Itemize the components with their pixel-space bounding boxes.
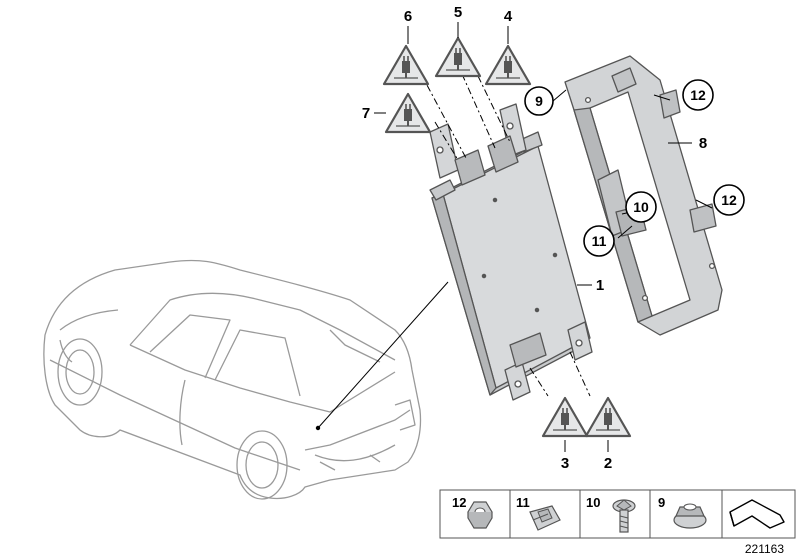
parts-tray: 12 11 10 9 <box>439 489 796 539</box>
svg-text:12: 12 <box>452 495 466 510</box>
circled-callout-10: 10 <box>625 191 657 223</box>
callout-2: 2 <box>604 455 612 472</box>
callout-7: 7 <box>362 105 370 122</box>
callout-leaders <box>374 22 713 452</box>
connector-leaders <box>419 71 591 397</box>
callout-6: 6 <box>404 8 412 25</box>
svg-text:11: 11 <box>592 233 607 249</box>
callout-5: 5 <box>454 4 462 21</box>
car-outline <box>43 259 422 500</box>
svg-text:9: 9 <box>658 495 665 510</box>
callout-8: 8 <box>699 135 707 152</box>
connector-symbol-5 <box>434 36 482 78</box>
connector-symbol-6 <box>382 44 430 86</box>
connector-symbol-4 <box>484 44 532 86</box>
svg-text:11: 11 <box>516 495 530 510</box>
circled-callout-11: 11 <box>583 225 615 257</box>
car-location-leader <box>317 281 449 429</box>
connector-symbol-2 <box>584 396 632 438</box>
tray-cell-flange-nut-9: 9 <box>658 495 707 529</box>
svg-text:10: 10 <box>586 495 600 510</box>
callout-4: 4 <box>504 8 513 25</box>
circled-callout-9: 9 <box>524 86 554 116</box>
tray-cell-body-icon <box>729 499 785 529</box>
tray-cell-nut-12: 12 <box>452 495 493 529</box>
callout-1: 1 <box>596 277 604 294</box>
svg-text:9: 9 <box>535 93 543 109</box>
svg-text:10: 10 <box>633 199 649 215</box>
connector-symbol-3 <box>541 396 589 438</box>
svg-text:12: 12 <box>721 192 737 208</box>
svg-text:12: 12 <box>690 87 706 103</box>
tray-cell-screw-10: 10 <box>586 495 636 533</box>
tray-cell-clip-11: 11 <box>516 495 561 531</box>
car-location-dot <box>315 425 321 431</box>
callout-3: 3 <box>561 455 569 472</box>
control-module <box>429 103 593 401</box>
circled-callout-12-side: 12 <box>713 184 745 216</box>
reference-number: 221163 <box>745 542 784 556</box>
connector-symbol-7 <box>384 92 432 134</box>
circled-callout-12-top: 12 <box>682 79 714 111</box>
